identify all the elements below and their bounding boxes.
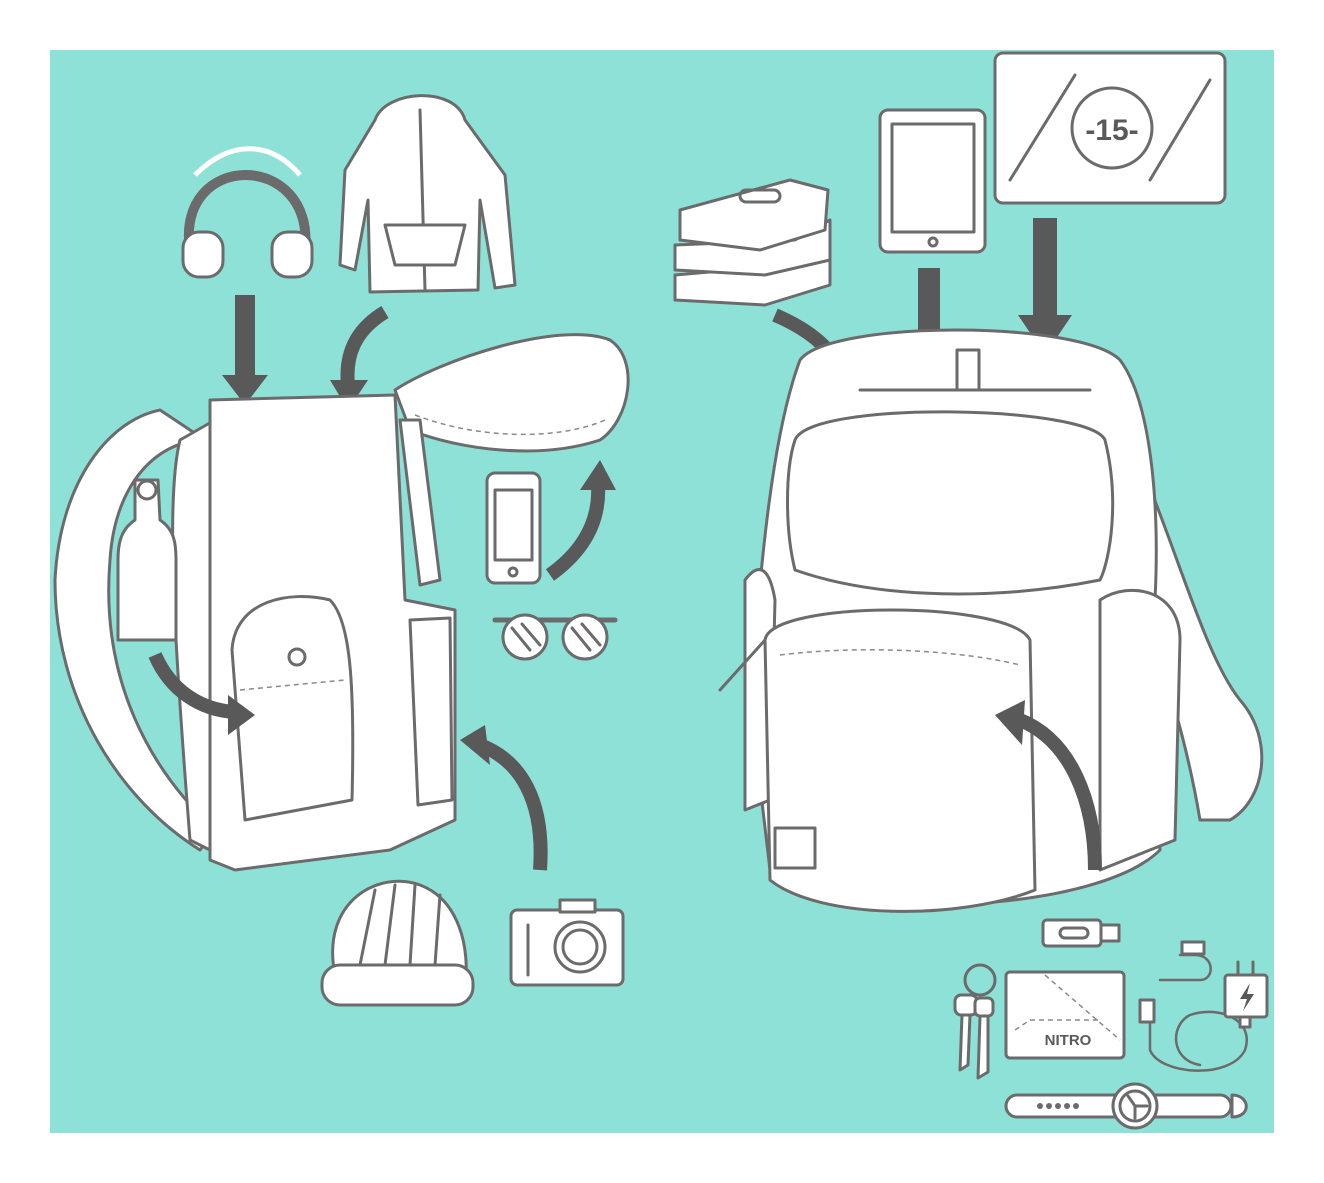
arrow-into-front-pocket [995, 700, 1102, 871]
beanie-icon [320, 879, 475, 1007]
books-stack-icon [673, 178, 832, 307]
water-bottle-icon [116, 478, 178, 642]
arrow-bottle-into-pocket [148, 652, 255, 735]
arrow-phone-into-lid [545, 460, 616, 581]
laptop-icon: -15- [993, 51, 1227, 205]
usb-stick-icon [1041, 918, 1121, 948]
camera-icon [509, 898, 625, 987]
wallet-brand-label: NITRO [1045, 1032, 1092, 1049]
wallet-icon: NITRO [1004, 970, 1126, 1060]
headphones-icon [181, 146, 314, 279]
left-backpack [53, 333, 630, 872]
hoodie-icon [338, 94, 517, 294]
smartphone-icon [485, 471, 542, 585]
keys-icon [953, 963, 997, 1080]
sunglasses-icon [492, 613, 618, 661]
wristwatch-icon [1004, 1082, 1248, 1130]
arrow-camera-into-pocket [460, 725, 548, 871]
wall-charger-icon [1223, 960, 1269, 1029]
tablet-icon [878, 108, 987, 254]
arrow-headphones-into-pack [222, 295, 268, 405]
right-backpack [718, 328, 1264, 913]
laptop-size-label: -15- [1085, 114, 1138, 147]
